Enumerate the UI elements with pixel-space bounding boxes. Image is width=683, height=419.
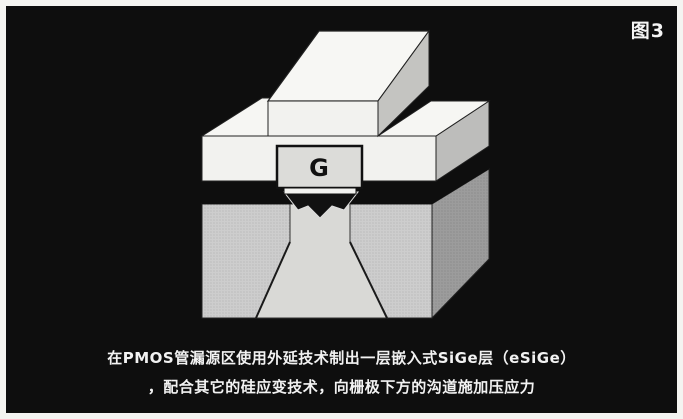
- gate-box: [275, 144, 364, 190]
- gate-label: G: [309, 154, 329, 182]
- caption-line-1: 在PMOS管漏源区使用外延技术制出一层嵌入式SiGe层（eSiGe）: [107, 349, 576, 367]
- device-diagram: G: [200, 29, 491, 320]
- substrate-block: [201, 168, 490, 320]
- figure-label: 图3: [630, 20, 665, 42]
- esige-right-edge: [349, 241, 388, 319]
- caption-line-2: ，配合其它的硅应变技术，向栅极下方的沟道施加压应力: [147, 378, 536, 396]
- figure-frame: G 图3 在PMOS管漏源区使用外延技术制出一层嵌入式SiGe层（eSiGe） …: [6, 6, 677, 413]
- gate-front-face: [267, 100, 379, 137]
- upper-top-right: [376, 100, 491, 137]
- upper-top-left: [200, 97, 280, 137]
- gate-oxide: [283, 187, 357, 195]
- esige-left-edge: [255, 241, 291, 319]
- channel-pinch: [282, 191, 360, 219]
- gate-stack: G: [266, 29, 431, 195]
